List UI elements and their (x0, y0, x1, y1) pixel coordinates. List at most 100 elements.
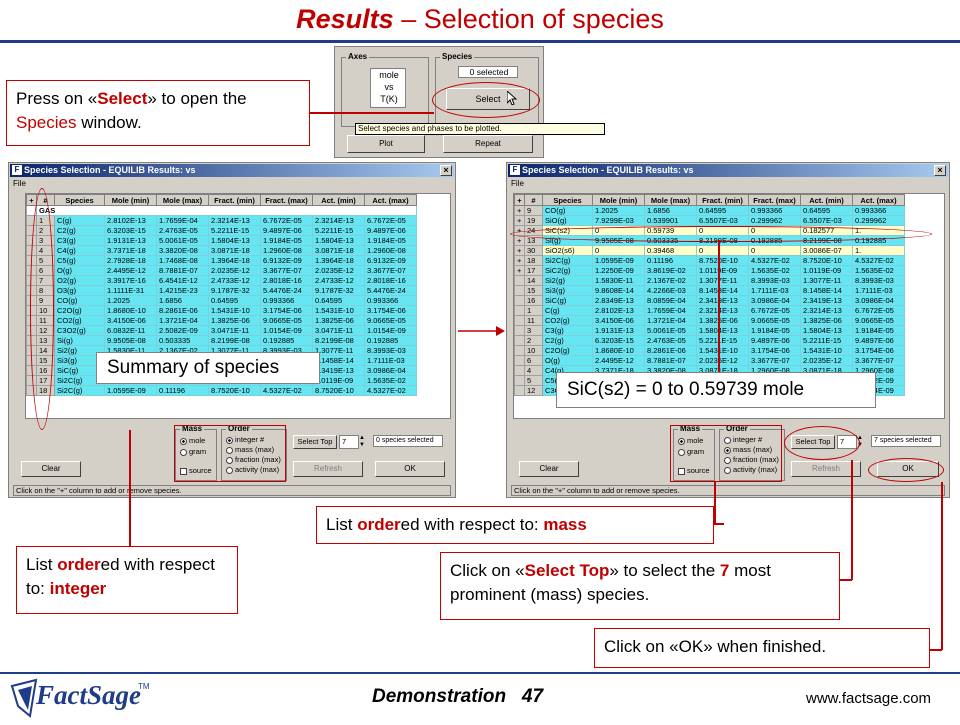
left-mass-mole[interactable]: mole (180, 436, 205, 445)
row-plus-cell[interactable] (514, 335, 525, 346)
row-plus-cell[interactable] (514, 375, 525, 386)
table-row[interactable]: 4C4(g)3.7371E-183.3820E-083.0871E-181.29… (514, 365, 905, 376)
row-plus-cell[interactable] (514, 305, 525, 316)
column-header[interactable]: Act. (min) (800, 194, 853, 206)
row-plus-cell[interactable]: + (514, 215, 525, 226)
table-cell: 30 (524, 245, 543, 256)
table-row[interactable]: 10C2O(g)1.8680E-108.2861E-061.5431E-103.… (514, 345, 905, 356)
footer-url[interactable]: www.factsage.com (806, 690, 932, 707)
left-order-activity[interactable]: activity (max) (226, 465, 279, 474)
row-plus-cell[interactable] (514, 365, 525, 376)
left-ok-button[interactable]: OK (375, 461, 445, 477)
axes-value[interactable]: mole vs T(K) (370, 68, 406, 108)
column-header[interactable]: Fract. (max) (260, 194, 313, 206)
column-header[interactable]: Act. (min) (312, 194, 365, 206)
repeat-button[interactable]: Repeat (443, 135, 533, 153)
row-plus-cell[interactable] (514, 325, 525, 336)
left-menu-file[interactable]: File (13, 179, 26, 188)
table-row[interactable]: 6O(g)2.4495E-128.7881E-072.0235E-123.367… (514, 355, 905, 366)
table-row[interactable]: 16SiC(g)2.8349E-138.0859E-042.3419E-133.… (514, 295, 905, 306)
table-row[interactable]: 14Si2(g)1.5830E-112.1367E-021.3077E-118.… (514, 275, 905, 286)
left-top-n-input[interactable]: 7 (339, 435, 359, 449)
right-mass-mole[interactable]: mole (678, 436, 703, 445)
right-order-integer[interactable]: integer # (724, 435, 762, 444)
row-plus-cell[interactable]: + (514, 235, 525, 246)
column-header[interactable]: + (514, 194, 525, 206)
column-header[interactable]: Species (54, 194, 105, 206)
right-clear-button[interactable]: Clear (519, 461, 579, 477)
right-source-checkbox[interactable]: source (678, 466, 710, 475)
row-plus-cell[interactable] (514, 285, 525, 296)
table-row[interactable]: 15Si3(g)9.8608E-144.2266E-038.1458E-141.… (514, 285, 905, 296)
table-row[interactable]: 3C3(g)1.9131E-135.0061E-051.5804E-131.91… (514, 325, 905, 336)
row-plus-cell[interactable]: + (514, 245, 525, 256)
right-order-mass[interactable]: mass (max) (724, 445, 772, 454)
table-row[interactable]: +18Si2C(g)1.0595E-090.111968.7520E-104.5… (514, 255, 905, 266)
column-header[interactable]: Fract. (min) (208, 194, 261, 206)
right-refresh-button[interactable]: Refresh (791, 461, 861, 477)
table-cell: 1.5635E-02 (364, 375, 417, 386)
app-icon: F (510, 165, 520, 175)
table-row[interactable]: +17SiC2(g)1.2250E-093.8619E-021.0119E-09… (514, 265, 905, 276)
right-order-activity[interactable]: activity (max) (724, 465, 777, 474)
row-plus-cell[interactable] (514, 295, 525, 306)
left-order-mass[interactable]: mass (max) (226, 445, 274, 454)
column-header[interactable]: # (524, 194, 543, 206)
table-cell: 3.0471E-11 (208, 325, 261, 336)
left-source-checkbox[interactable]: source (180, 466, 212, 475)
column-header[interactable]: Mole (max) (644, 194, 697, 206)
column-header[interactable]: Act. (max) (852, 194, 905, 206)
column-header[interactable]: Fract. (max) (748, 194, 801, 206)
column-header[interactable]: Fract. (min) (696, 194, 749, 206)
table-row[interactable]: 1C(g)2.8102E-131.7659E-042.3214E-136.767… (514, 305, 905, 316)
left-order-fraction[interactable]: fraction (max) (226, 455, 281, 464)
row-plus-cell[interactable]: + (514, 205, 525, 216)
spinner-icon[interactable]: ▲▼ (857, 435, 863, 448)
left-clear-button[interactable]: Clear (21, 461, 81, 477)
right-menu-file[interactable]: File (511, 179, 524, 188)
row-plus-cell[interactable] (514, 275, 525, 286)
close-icon[interactable]: × (440, 165, 452, 176)
right-mass-gram[interactable]: gram (678, 447, 704, 456)
column-header[interactable]: Mole (min) (592, 194, 645, 206)
row-plus-cell[interactable]: + (514, 255, 525, 266)
row-plus-cell[interactable]: + (514, 265, 525, 276)
close-icon[interactable]: × (934, 165, 946, 176)
row-plus-cell[interactable] (514, 345, 525, 356)
column-header[interactable]: Mole (min) (104, 194, 157, 206)
row-plus-cell[interactable] (514, 315, 525, 326)
table-row[interactable]: 2C2(g)6.3203E-152.4763E-055.2211E-159.48… (514, 335, 905, 346)
left-select-top-button[interactable]: Select Top (293, 435, 337, 449)
row-plus-cell[interactable] (514, 355, 525, 366)
spinner-icon[interactable]: ▲▼ (359, 435, 365, 448)
column-header[interactable]: Species (542, 194, 593, 206)
right-order-fraction[interactable]: fraction (max) (724, 455, 779, 464)
plot-button[interactable]: Plot (347, 135, 425, 153)
row-plus-cell[interactable] (514, 385, 525, 396)
table-cell: 3.3917E-16 (104, 275, 157, 286)
column-header[interactable]: Mole (max) (156, 194, 209, 206)
left-order-integer[interactable]: integer # (226, 435, 264, 444)
table-cell: 0 (592, 245, 645, 256)
table-row[interactable]: 11CO2(g)3.4150E-061.3721E-041.3825E-069.… (514, 315, 905, 326)
left-refresh-button[interactable]: Refresh (293, 461, 363, 477)
left-mass-gram[interactable]: gram (180, 447, 206, 456)
column-header[interactable]: Act. (max) (364, 194, 417, 206)
